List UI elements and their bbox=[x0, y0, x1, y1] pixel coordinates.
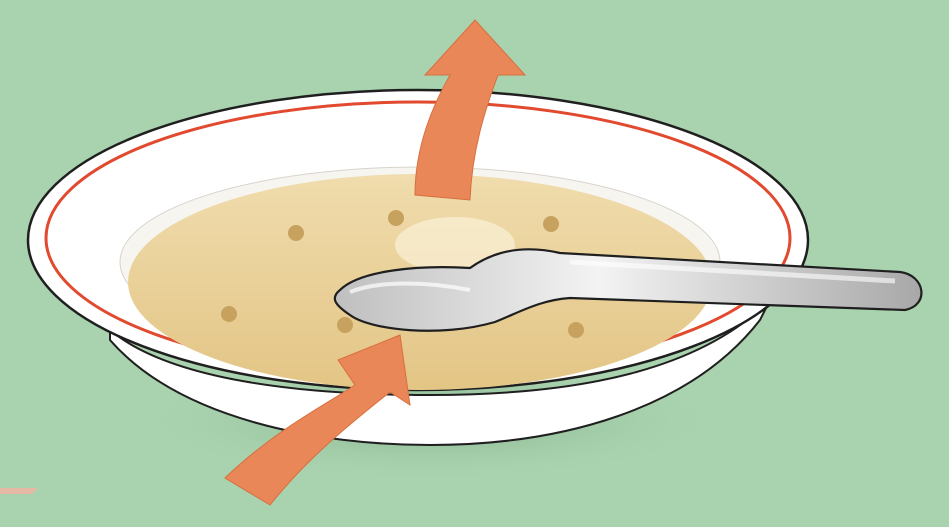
soup-dot bbox=[221, 306, 237, 322]
soup-dot bbox=[543, 216, 559, 232]
soup-dot bbox=[288, 225, 304, 241]
soup-dot bbox=[388, 210, 404, 226]
edge-mark bbox=[0, 488, 38, 494]
soup-dot bbox=[337, 317, 353, 333]
soup-dot bbox=[568, 322, 584, 338]
